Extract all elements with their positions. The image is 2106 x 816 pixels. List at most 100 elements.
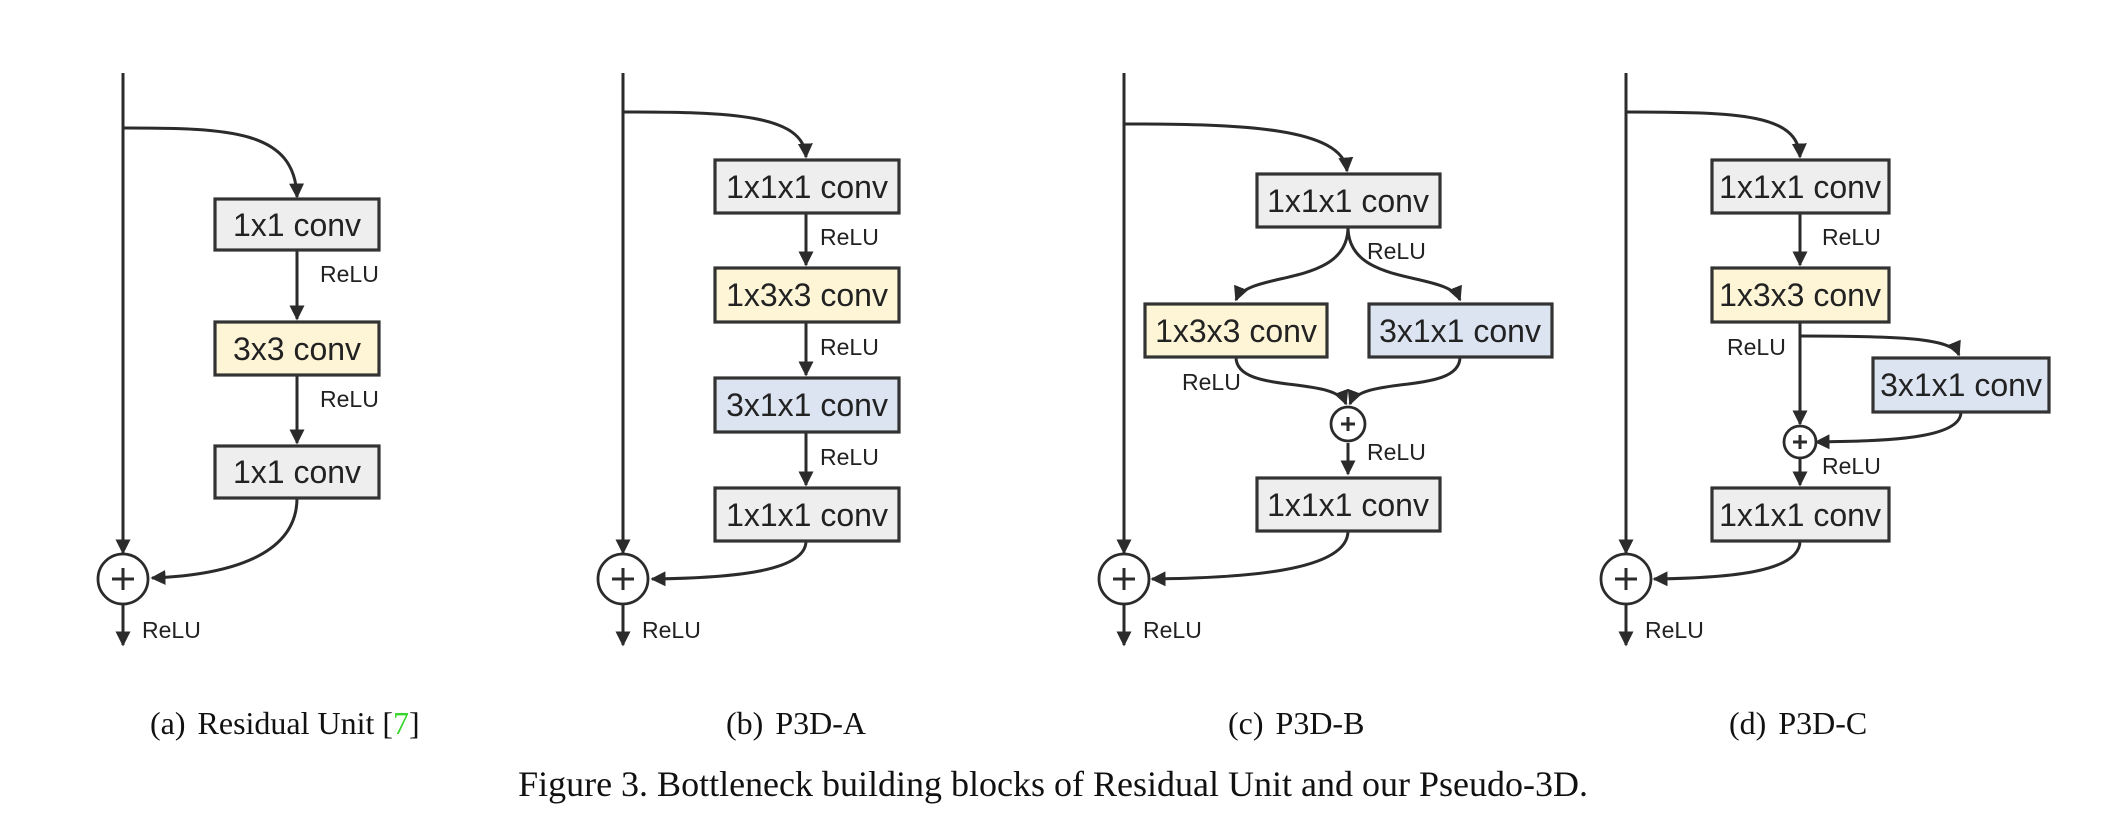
node-label: 3x1x1 conv: [1379, 313, 1541, 349]
node-label: 1x1x1 conv: [1719, 497, 1881, 533]
node-label: 1x1x1 conv: [1267, 183, 1429, 219]
node-box: 3x1x1 conv: [1871, 356, 2051, 414]
node-rect-fill: [1871, 356, 2051, 414]
relu-label: ReLU: [820, 444, 879, 470]
sum-node: [1097, 552, 1151, 606]
relu-label: ReLU: [1367, 439, 1426, 465]
node-label: 1x1x1 conv: [726, 169, 888, 205]
node-rect-fill: [1255, 476, 1442, 533]
node-rect-fill: [713, 158, 901, 215]
node-rect-fill: [213, 320, 381, 377]
panel-a-edges: [115, 73, 305, 647]
node-box: 1x1x1 conv: [1710, 158, 1891, 215]
node-box: 1x1x1 conv: [1255, 172, 1442, 229]
branch-entry-edge: [1625, 110, 1807, 159]
node-rect-fill: [1255, 172, 1442, 229]
node-label: 1x1x1 conv: [1267, 487, 1429, 523]
node-label: 3x1x1 conv: [726, 387, 888, 423]
relu-label: ReLU: [820, 334, 879, 360]
split-edge-left: [1234, 226, 1350, 302]
panel-c: 1x1x1 conv 1x3x3 conv 3x1x1 conv 1x1x1 c…: [1097, 73, 1554, 647]
subcaption-title: P3D-C: [1778, 705, 1867, 741]
subcaption-label: (a): [150, 705, 186, 741]
branch-edge-temporal: [1799, 334, 1961, 357]
node-box: 1x1x1 conv: [1255, 476, 1442, 533]
relu-label: ReLU: [1182, 369, 1241, 395]
node-box: 1x3x3 conv: [1143, 302, 1329, 359]
subcaption-b: (b) P3D-A: [726, 705, 866, 741]
sum-node: [596, 552, 650, 606]
relu-label: ReLU: [642, 617, 701, 643]
node-box: 1x1 conv: [213, 444, 381, 500]
node-box: 1x1x1 conv: [1710, 486, 1891, 543]
relu-label: ReLU: [142, 617, 201, 643]
node-label: 1x1 conv: [233, 454, 361, 490]
node-rect-fill: [213, 444, 381, 500]
node-label: 3x3 conv: [233, 331, 361, 367]
branch-exit-edge: [150, 497, 299, 585]
branch-entry-edge: [622, 110, 813, 159]
node-box: 1x1x1 conv: [713, 486, 901, 543]
node-box: 1x1x1 conv: [713, 158, 901, 215]
panel-a: 1x1 conv 3x3 conv 1x1 conv ReLU ReLU ReL…: [96, 73, 381, 647]
node-label: 1x1 conv: [233, 207, 361, 243]
relu-label: ReLU: [1822, 224, 1881, 250]
node-rect-fill: [713, 376, 901, 434]
branch-exit-edge: [650, 540, 808, 587]
relu-label: ReLU: [1143, 617, 1202, 643]
sum-node: [96, 552, 150, 606]
sum-node: [1599, 552, 1653, 606]
merge-edge-left: [1234, 356, 1349, 406]
panel-b-edges: [615, 73, 814, 647]
node-box: 1x3x3 conv: [713, 266, 901, 324]
split-edge-right: [1346, 226, 1462, 302]
panel-c-edges: [1116, 73, 1462, 647]
subcaption-close: ]: [409, 705, 420, 741]
figure-caption: Figure 3. Bottleneck building blocks of …: [518, 764, 1588, 804]
merge-edge: [1814, 411, 1963, 450]
node-rect-fill: [1710, 486, 1891, 543]
node-rect-fill: [213, 197, 381, 252]
node-label: 1x3x3 conv: [1155, 313, 1317, 349]
relu-label: ReLU: [820, 224, 879, 250]
subcaption-title: P3D-A: [775, 705, 866, 741]
node-label: 1x1x1 conv: [726, 497, 888, 533]
subcaption-c: (c) P3D-B: [1228, 705, 1364, 741]
node-rect-fill: [1710, 158, 1891, 215]
merge-edge-right: [1347, 356, 1462, 406]
node-label: 1x3x3 conv: [726, 277, 888, 313]
node-label: 3x1x1 conv: [1880, 367, 2042, 403]
subcaption-a: (a)Residual Unit [7]: [150, 705, 420, 741]
subcaption-label: (d): [1729, 705, 1766, 741]
node-rect-fill: [1710, 266, 1891, 324]
subcaption-title: P3D-B: [1276, 705, 1365, 741]
branch-exit-edge: [1150, 530, 1350, 587]
node-box: 3x3 conv: [213, 320, 381, 377]
node-label: 1x1x1 conv: [1719, 169, 1881, 205]
node-box: 3x1x1 conv: [1367, 302, 1554, 359]
branch-entry-edge: [122, 126, 305, 199]
panel-b: 1x1x1 conv 1x3x3 conv 3x1x1 conv 1x1x1 c…: [596, 73, 901, 647]
relu-label: ReLU: [1727, 334, 1786, 360]
node-rect-fill: [1367, 302, 1554, 359]
node-rect-fill: [713, 486, 901, 543]
branch-exit-edge: [1652, 540, 1802, 587]
relu-label: ReLU: [1645, 617, 1704, 643]
relu-label: ReLU: [320, 386, 379, 412]
branch-entry-edge: [1123, 122, 1354, 173]
node-rect-fill: [1143, 302, 1329, 359]
panel-d: 1x1x1 conv 1x3x3 conv 3x1x1 conv 1x1x1 c…: [1599, 73, 2051, 647]
sum-node: [1329, 405, 1367, 443]
subcaption-label: (c): [1228, 705, 1264, 741]
sum-node: [1782, 424, 1818, 460]
relu-label: ReLU: [320, 261, 379, 287]
node-box: 1x1 conv: [213, 197, 381, 252]
node-label: 1x3x3 conv: [1719, 277, 1881, 313]
subcaption-label: (b): [726, 705, 763, 741]
relu-label: ReLU: [1367, 238, 1426, 264]
citation-link[interactable]: 7: [393, 705, 409, 741]
relu-label: ReLU: [1822, 453, 1881, 479]
subcaption-d: (d) P3D-C: [1729, 705, 1867, 741]
node-rect-fill: [713, 266, 901, 324]
